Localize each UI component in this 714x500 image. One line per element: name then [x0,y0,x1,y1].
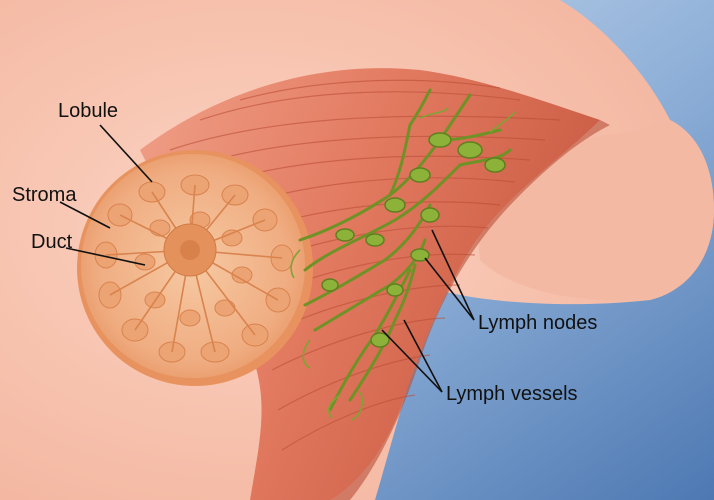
label-stroma: Stroma [12,184,77,206]
label-lobule: Lobule [58,100,119,122]
leader-nodes-1 [431,229,475,321]
leader-duct [65,247,146,266]
label-lymph-vessels: Lymph vessels [446,383,578,405]
breast-gland [77,150,313,386]
label-lymph-nodes: Lymph nodes [478,312,598,334]
leader-lobule [99,124,153,183]
lymph-vessels-thin [290,107,516,421]
leader-stroma [59,201,111,229]
label-duct: Duct [31,231,73,253]
leader-vessels-2 [403,319,443,393]
leader-lines [59,124,475,393]
nipple [180,240,200,260]
lymph-nodes [321,132,506,348]
leader-vessels-1 [381,329,443,393]
leader-nodes-2 [424,257,475,321]
